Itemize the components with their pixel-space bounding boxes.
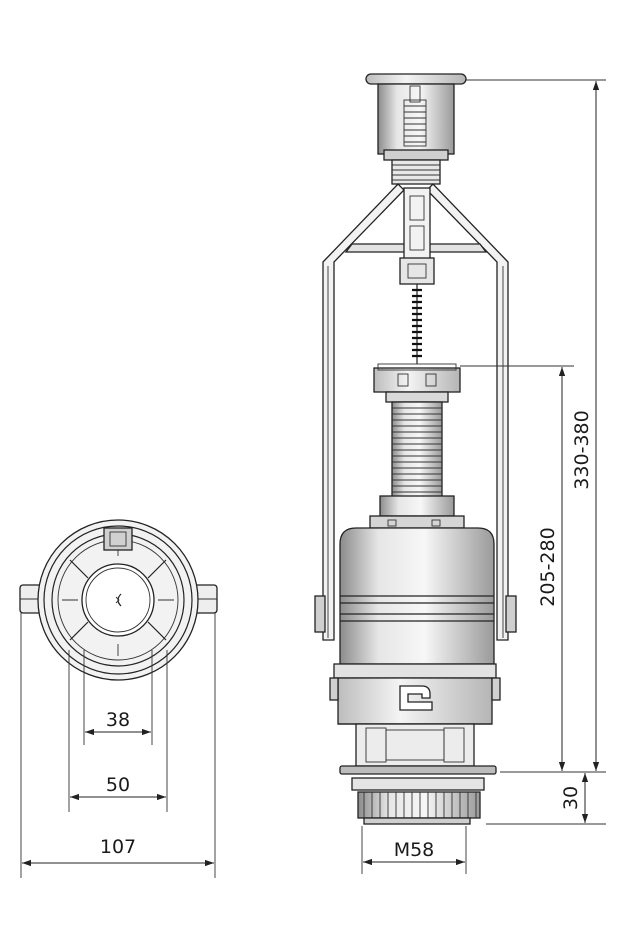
right-side-clip <box>505 595 517 633</box>
bellows <box>391 401 443 499</box>
dim-label-m58: M58 <box>394 839 435 861</box>
linkage-rod <box>403 187 431 261</box>
threaded-outlet <box>357 791 481 819</box>
left-frame-arm <box>322 183 405 641</box>
push-button-housing <box>377 83 455 155</box>
dim-label-30: 30 <box>560 786 582 810</box>
left-side-clip <box>314 595 326 633</box>
manufacturer-logo-mark <box>399 685 433 711</box>
base-flange <box>339 765 497 775</box>
top-view-clip <box>103 527 133 551</box>
top-view: 38 50 107 <box>19 519 218 878</box>
float-collar <box>373 367 461 393</box>
dim-label-50: 50 <box>106 774 130 796</box>
chain <box>412 284 422 364</box>
push-button-cap <box>365 73 467 85</box>
right-frame-arm <box>426 183 509 641</box>
dim-label-107: 107 <box>100 836 136 858</box>
dim-label-205-280: 205-280 <box>537 527 559 606</box>
dim-label-330-380: 330-380 <box>571 410 593 489</box>
dim-label-38: 38 <box>106 709 130 731</box>
lower-housing <box>337 677 493 725</box>
side-view: 330-380 205-280 30 M58 <box>314 73 606 874</box>
